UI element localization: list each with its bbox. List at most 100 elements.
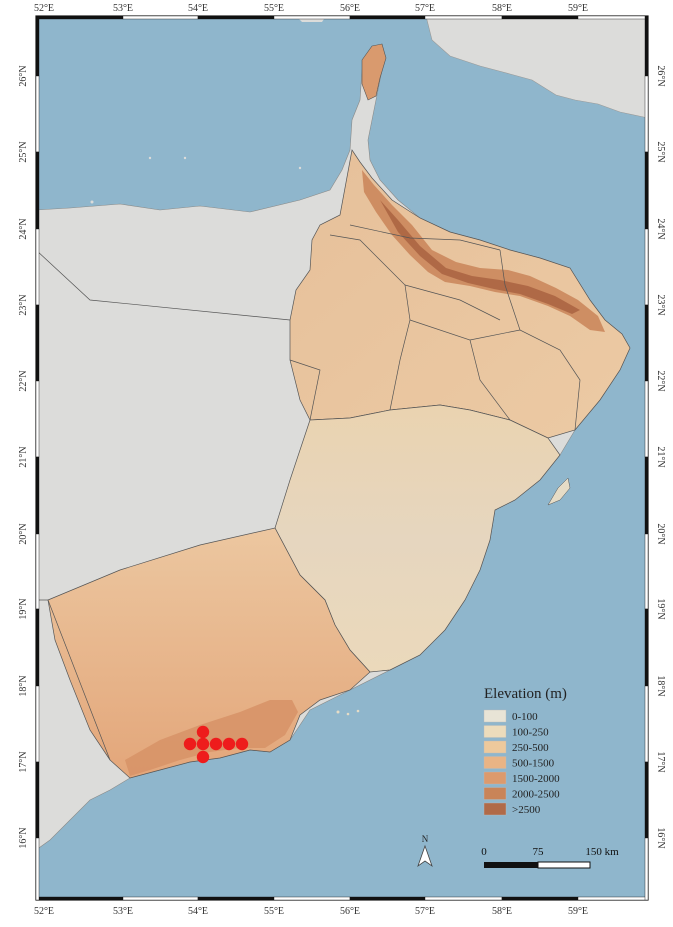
lat-label-left: 26°N — [18, 65, 29, 86]
lat-label-left: 18°N — [18, 675, 29, 696]
lat-label-right: 17°N — [655, 751, 666, 772]
hajar-peaks — [380, 200, 580, 314]
frame-segment-bottom — [273, 896, 351, 901]
legend-label: 1500-2000 — [512, 773, 560, 785]
frame-segment-top — [349, 15, 426, 20]
lon-label-bottom: 54°E — [188, 906, 208, 917]
frame-segment-left — [35, 228, 40, 306]
lat-label-right: 24°N — [655, 218, 666, 239]
frame-segment-left — [35, 533, 40, 610]
island — [346, 712, 350, 716]
lon-label-bottom: 53°E — [113, 906, 133, 917]
lon-label-bottom: 57°E — [415, 906, 435, 917]
sample-point — [209, 737, 223, 751]
dhofar-mountains — [125, 700, 298, 776]
frame-segment-right — [644, 533, 649, 610]
north-arrow-label: N — [422, 834, 429, 844]
frame-segment-right — [644, 15, 649, 77]
lat-label-right: 20°N — [655, 523, 666, 544]
legend-swatch — [483, 756, 507, 769]
lat-label-right: 25°N — [655, 141, 666, 162]
lat-label-right: 23°N — [655, 294, 666, 315]
frame-segment-bottom — [501, 896, 579, 901]
island — [298, 166, 302, 170]
masirah-island — [547, 477, 571, 506]
frame-segment-right — [644, 151, 649, 230]
legend-swatch — [483, 787, 507, 800]
sample-point — [196, 725, 210, 739]
lat-label-left: 23°N — [18, 294, 29, 315]
frame-segment-bottom — [35, 896, 124, 901]
lat-label-right: 26°N — [655, 65, 666, 86]
frame-segment-left — [35, 75, 40, 153]
frame-segment-bottom — [197, 896, 275, 901]
frame-segment-left — [35, 380, 40, 458]
frame-segment-left — [35, 837, 40, 901]
north-arrow: N — [417, 834, 433, 868]
lat-label-right: 22°N — [655, 370, 666, 391]
frame-segment-top — [424, 15, 503, 20]
iran-land — [425, 16, 648, 119]
legend-label: 0-100 — [512, 711, 538, 723]
lon-label-top: 58°E — [492, 3, 512, 14]
lat-label-left: 19°N — [18, 598, 29, 619]
frame-segment-right — [644, 380, 649, 458]
lon-label-top: 54°E — [188, 3, 208, 14]
legend-title: Elevation (m) — [484, 686, 567, 702]
lon-label-top: 57°E — [415, 3, 435, 14]
admin-borders — [36, 224, 581, 850]
legend-swatch — [483, 740, 507, 754]
legend-label: 2000-2500 — [512, 789, 560, 801]
sample-points — [183, 725, 249, 764]
sample-point — [196, 750, 210, 764]
scale-tick-1: 75 — [533, 846, 545, 858]
frame-segment-left — [35, 456, 40, 535]
sample-point — [196, 737, 210, 751]
sample-point — [222, 737, 236, 751]
scale-bar-black — [484, 862, 538, 868]
sample-point — [235, 737, 249, 751]
legend-label: 100-250 — [512, 727, 549, 739]
lat-label-left: 16°N — [18, 827, 29, 848]
frame-segment-top — [273, 15, 351, 20]
frame-segment-top — [501, 15, 579, 20]
north-arrow-icon — [417, 844, 433, 868]
frame-segment-right — [644, 228, 649, 306]
frame-segment-left — [35, 151, 40, 230]
lat-label-right: 21°N — [655, 446, 666, 467]
lat-label-left: 21°N — [18, 446, 29, 467]
lat-label-right: 19°N — [655, 598, 666, 619]
frame-segment-bottom — [349, 896, 426, 901]
frame-segment-bottom — [424, 896, 503, 901]
lat-label-right: 18°N — [655, 675, 666, 696]
scale-bar: 0 75 150 km — [481, 846, 619, 869]
legend-swatch — [483, 709, 507, 723]
legend-swatch — [483, 771, 507, 785]
lat-label-left: 25°N — [18, 141, 29, 162]
lat-label-left: 20°N — [18, 523, 29, 544]
frame-segment-top — [122, 15, 199, 20]
frame-segment-bottom — [577, 896, 649, 901]
frame-segment-right — [644, 685, 649, 763]
island — [336, 710, 340, 714]
legend-swatch — [483, 725, 507, 738]
frame-segment-bottom — [122, 896, 199, 901]
legend-label: 500-1500 — [512, 758, 555, 770]
frame-segment-right — [644, 304, 649, 382]
frame-segment-top — [577, 15, 649, 20]
lon-label-bottom: 59°E — [568, 906, 588, 917]
legend-label: >2500 — [512, 804, 541, 816]
island — [90, 200, 94, 204]
lat-label-right: 16°N — [655, 827, 666, 848]
graticule-ticks — [35, 15, 649, 901]
frame-segment-right — [644, 608, 649, 687]
frame-segment-top — [35, 15, 124, 20]
lon-label-top: 59°E — [568, 3, 588, 14]
frame-segment-left — [35, 685, 40, 763]
lat-label-left: 22°N — [18, 370, 29, 391]
longitude-labels: 52°E52°E53°E53°E54°E54°E55°E55°E56°E56°E… — [34, 3, 588, 917]
island — [356, 709, 360, 713]
